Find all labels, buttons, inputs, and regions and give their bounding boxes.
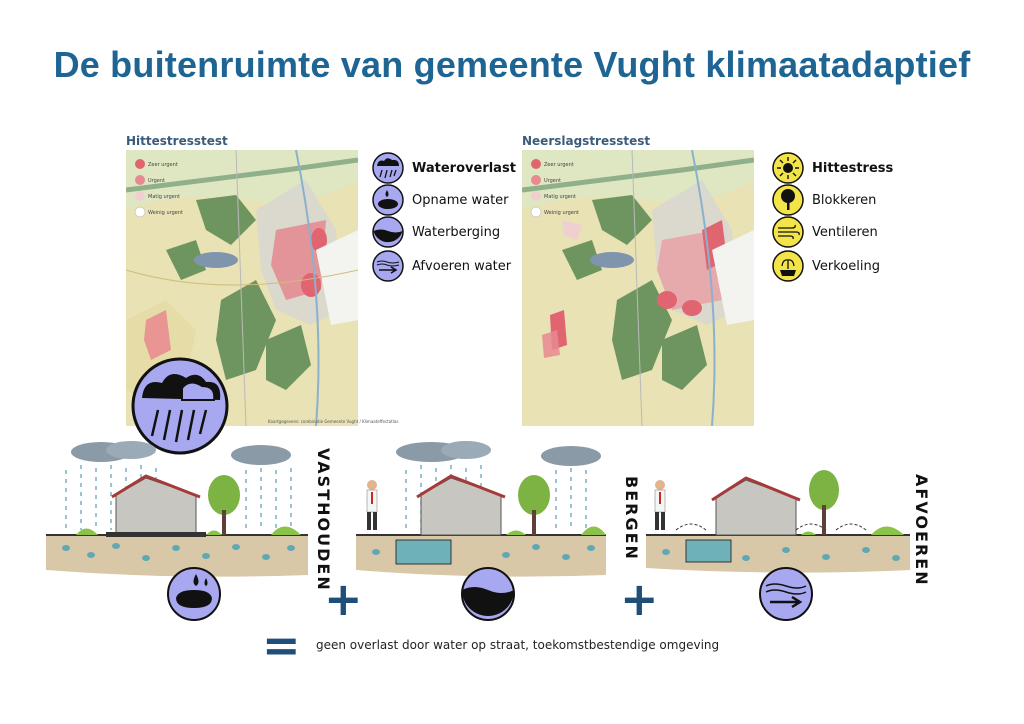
map1-legend-matig: Matig urgent [148, 194, 181, 200]
sponge-icon [167, 567, 221, 621]
legend-waterberging-label: Waterberging [412, 224, 501, 240]
legend-opname-water-label: Opname water [412, 192, 509, 208]
sponge-icon [372, 184, 404, 216]
legend-ventileren-label: Ventileren [812, 224, 878, 240]
rain-cloud-icon [372, 152, 404, 184]
map-neerslag [522, 150, 754, 426]
fountain-icon [772, 250, 804, 282]
page-title: De buitenruimte van gemeente Vught klima… [53, 44, 971, 85]
legend-hittestress: Hittestress [772, 152, 893, 184]
plus-operator: + [620, 572, 659, 626]
legend-blokkeren-label: Blokkeren [812, 192, 877, 208]
map1-legend-zeer: Zeer urgent [148, 162, 178, 168]
legend-blokkeren: Blokkeren [772, 184, 876, 216]
tree-icon [772, 184, 804, 216]
drain-arrow-icon [372, 250, 404, 282]
legend-opname-water: Opname water [372, 184, 509, 216]
legend-verkoeling-label: Verkoeling [812, 258, 880, 274]
sun-icon [772, 152, 804, 184]
legend-wateroverlast: Wateroverlast [372, 152, 516, 184]
plus-operator: + [324, 572, 363, 626]
drain-arrow-icon [759, 567, 813, 621]
water-storage-icon [461, 567, 515, 621]
water-storage-icon [372, 216, 404, 248]
step-bergen: BERGEN [622, 476, 641, 561]
step-afvoeren: AFVOEREN [912, 474, 931, 587]
map1-legend-urgent: Urgent [148, 178, 166, 184]
map2-legend-zeer: Zeer urgent [544, 162, 574, 168]
map2-legend-weinig: Weinig urgent [544, 210, 579, 216]
legend-hittestress-label: Hittestress [812, 160, 894, 176]
legend-ventileren: Ventileren [772, 216, 878, 248]
map1-legend-weinig: Weinig urgent [148, 210, 183, 216]
map-hittestress-label: Hittestresstest [126, 134, 228, 148]
map-credit: Kaartgegevens: combinatie Gemeente Vught… [268, 419, 399, 424]
equals-operator: = [262, 618, 301, 672]
wind-icon [772, 216, 804, 248]
legend-wateroverlast-label: Wateroverlast [412, 160, 516, 176]
legend-verkoeling: Verkoeling [772, 250, 880, 282]
legend-afvoeren-water-label: Afvoeren water [412, 258, 512, 274]
conclusion-text: geen overlast door water op straat, toek… [316, 638, 720, 652]
map-hittestress [126, 150, 358, 426]
scene-afvoeren [646, 470, 910, 573]
map-neerslag-label: Neerslagstresstest [522, 134, 651, 148]
scene-vasthouden [46, 441, 308, 577]
step-vasthouden: VASTHOUDEN [314, 448, 333, 592]
map2-legend-urgent: Urgent [544, 178, 562, 184]
legend-waterberging: Waterberging [372, 216, 500, 248]
map2-legend-matig: Matig urgent [544, 194, 577, 200]
rain-cloud-icon [131, 357, 229, 455]
scene-bergen-rain [356, 441, 606, 577]
legend-afvoeren-water: Afvoeren water [372, 250, 511, 282]
